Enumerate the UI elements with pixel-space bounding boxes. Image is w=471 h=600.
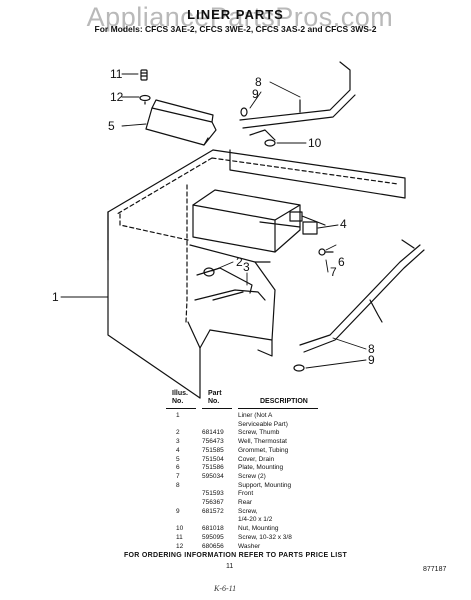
- description-cell: Support, Mounting: [238, 481, 292, 489]
- callout-11: 11: [110, 67, 123, 81]
- description-cell: Cover, Drain: [238, 455, 275, 463]
- description-cell: Liner (Not A: [238, 412, 273, 419]
- model-subtitle: For Models: CFCS 3AE-2, CFCS 3WE-2, CFCS…: [94, 24, 377, 34]
- illus-number-cell: 2: [176, 429, 180, 437]
- description-cell: Rear: [238, 499, 253, 506]
- header-illus: Illus.: [172, 390, 188, 397]
- part-number-cell: 595095: [202, 533, 224, 541]
- watermark: AppliancePartsPros.com: [86, 2, 394, 32]
- description-cell: Front: [238, 490, 254, 498]
- illus-number-cell: 7: [176, 472, 180, 480]
- handwritten-note: K-6-11: [214, 584, 237, 593]
- description-cell: Washer: [238, 542, 261, 550]
- part-number-cell: 751586: [202, 464, 224, 472]
- description-cell: Grommet, Tubing: [238, 446, 289, 454]
- header-illus-no: No.: [172, 398, 184, 405]
- illus-number-cell: 11: [176, 533, 183, 541]
- header-rule: [238, 408, 318, 409]
- page-number: 11: [226, 563, 234, 570]
- part-number-cell: 751585: [202, 446, 224, 454]
- liner-drawing: [107, 149, 406, 399]
- callout-12: 12: [110, 90, 124, 104]
- callout-2: 2: [236, 255, 243, 269]
- illus-number-cell: 4: [176, 446, 180, 454]
- part-number-cell: 681419: [202, 429, 224, 437]
- description-cell: 1/4-20 x 1/2: [238, 516, 273, 524]
- drain-cover-drawing: [145, 99, 217, 146]
- callout-3: 3: [243, 260, 250, 274]
- illus-number-cell: 12: [176, 542, 184, 550]
- header-rule: [166, 408, 196, 409]
- mounting-support-lower: [293, 239, 425, 372]
- description-cell: Nut, Mounting: [238, 525, 279, 533]
- callout-5: 5: [108, 119, 115, 133]
- illus-number-cell: 10: [176, 525, 184, 533]
- part-number-cell: 756473: [202, 438, 224, 446]
- part-number-cell: 756367: [202, 499, 224, 506]
- callout-4: 4: [340, 217, 347, 231]
- description-cell: Screw (2): [238, 472, 266, 480]
- callout-10: 10: [308, 136, 322, 150]
- callout-labels: 1 2 3 4 5 6 7 8 8 9 9 10 11 12: [52, 67, 375, 367]
- header-rule: [202, 408, 232, 409]
- callout-6: 6: [338, 255, 345, 269]
- callout-9-lower: 9: [368, 353, 375, 367]
- figure-number: 877187: [423, 566, 447, 573]
- page-title: LINER PARTS: [187, 7, 284, 22]
- description-cell: Plate, Mounting: [238, 464, 284, 472]
- part-number-cell: 681018: [202, 525, 224, 533]
- illus-number-cell: 5: [176, 455, 180, 463]
- part-number-cell: 595034: [202, 472, 224, 480]
- callout-7: 7: [330, 265, 337, 279]
- screw-washer-drawing: [139, 69, 151, 107]
- header-part-no: No.: [208, 398, 220, 405]
- header-part: Part: [208, 390, 222, 397]
- header-description: DESCRIPTION: [260, 398, 308, 405]
- mounting-support-upper: [239, 61, 356, 147]
- callout-8-lower: 8: [368, 342, 375, 356]
- description-cell: Screw,: [238, 507, 258, 515]
- grommet-plate-drawing: [289, 211, 334, 256]
- illus-number-cell: 6: [176, 464, 180, 472]
- description-cell: Serviceable Part): [238, 420, 288, 428]
- illus-number-cell: 9: [176, 507, 180, 515]
- part-number-cell: 680656: [202, 542, 224, 550]
- description-cell: Well, Thermostat: [238, 438, 287, 446]
- callout-8-upper: 8: [255, 75, 262, 89]
- part-number-cell: 681572: [202, 507, 224, 515]
- illus-number-cell: 1: [176, 412, 180, 419]
- leader-lines: [60, 73, 367, 369]
- part-number-cell: 751504: [202, 455, 224, 463]
- description-cell: Screw, 10-32 x 3/8: [238, 533, 292, 541]
- callout-1: 1: [52, 290, 59, 304]
- illus-number-cell: 3: [176, 438, 180, 446]
- part-number-cell: 751593: [202, 490, 224, 498]
- description-cell: Screw, Thumb: [238, 429, 280, 437]
- thermostat-well-drawing: [194, 267, 266, 301]
- illus-number-cell: 8: [176, 481, 180, 489]
- ordering-footer: FOR ORDERING INFORMATION REFER TO PARTS …: [123, 552, 348, 559]
- callout-9-upper: 9: [252, 87, 259, 101]
